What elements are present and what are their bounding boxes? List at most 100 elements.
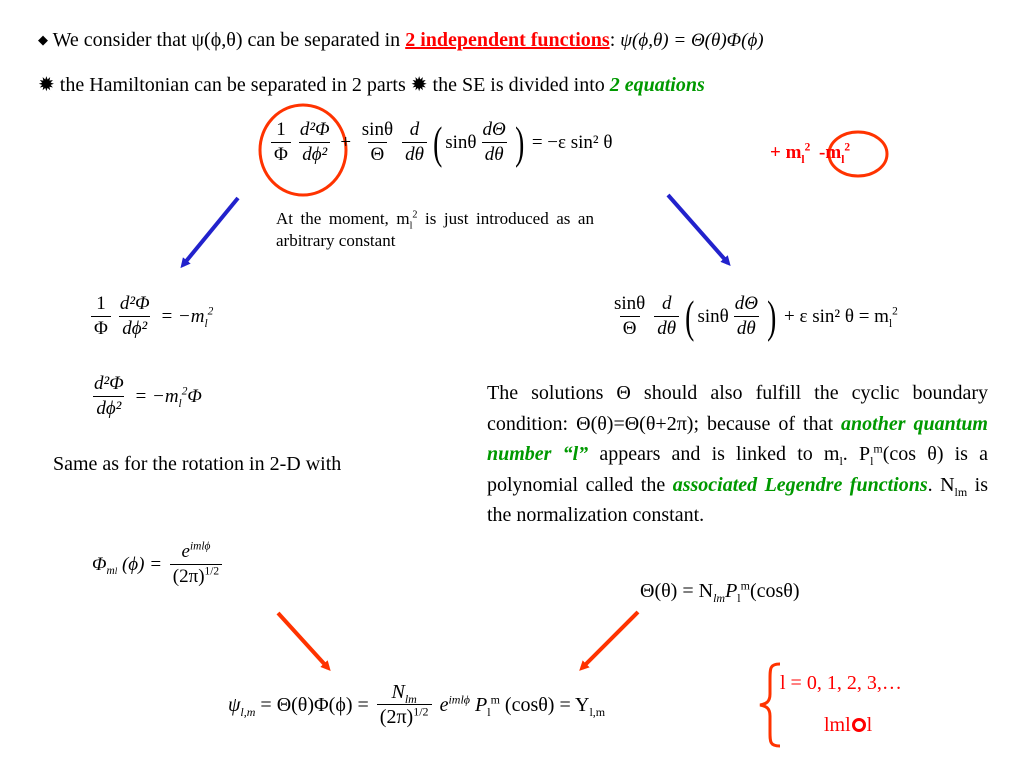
t1-den2: dϕ² bbox=[299, 142, 331, 167]
leq2-rhs: = −m bbox=[134, 385, 179, 407]
final-e: e bbox=[439, 693, 449, 716]
leq2-rhs-sub: l bbox=[178, 397, 182, 410]
leq1-rhs: = −m bbox=[160, 305, 205, 327]
starburst-bullet-icon: ✹ bbox=[38, 74, 55, 96]
req-in-den: dθ bbox=[733, 316, 759, 341]
final-equation: ψl,m = Θ(θ)Φ(ϕ) = Nlm(2π)1/2 eimlϕ Plm (… bbox=[228, 680, 605, 729]
ml2-annotations: + ml2 -ml2 bbox=[770, 141, 851, 166]
brace bbox=[759, 662, 781, 748]
arrow-left-down bbox=[180, 196, 240, 269]
phi-lhs: Φ bbox=[92, 553, 107, 575]
leq2-rhs-end: Φ bbox=[187, 385, 202, 407]
final-num-sub: lm bbox=[404, 692, 417, 706]
leq1-rhs-sub: l bbox=[204, 317, 208, 330]
t2-num: sinθ bbox=[361, 119, 394, 140]
theta-p-sub: l bbox=[737, 591, 741, 605]
final-p-sub: l bbox=[487, 704, 491, 719]
t1-num: 1 bbox=[276, 119, 286, 140]
final-mid: = Θ(θ)Φ(ϕ) = bbox=[260, 693, 369, 716]
plus-ml2-label: + m bbox=[770, 142, 802, 163]
req-rhs-sup: 2 bbox=[892, 305, 898, 318]
req-t2-num: d bbox=[661, 293, 672, 314]
diamond-bullet-icon: ◆ bbox=[38, 32, 48, 47]
rt-b: appears and is linked to m bbox=[588, 443, 840, 465]
rt-a: The solutions Θ should also fulfill the … bbox=[487, 382, 988, 435]
minus-ml2-sub: l bbox=[841, 153, 845, 166]
final-end-sub: l,m bbox=[589, 704, 606, 719]
leq1-rhs-sup: 2 bbox=[207, 305, 214, 318]
line2-text-a: the Hamiltonian can be separated in 2 pa… bbox=[54, 74, 411, 96]
phi-num-sup: imlϕ bbox=[189, 540, 211, 553]
rt-f: is the normalization constant. bbox=[487, 473, 989, 527]
line2-text-b: the SE is divided into bbox=[427, 74, 610, 96]
formula-psi: ψ(ϕ,θ) = Θ(θ)Φ(ϕ) bbox=[620, 30, 764, 51]
minus-ml2-sup: 2 bbox=[844, 141, 851, 154]
line1-text: We consider that ψ(ϕ,θ) can be separated… bbox=[52, 29, 406, 51]
arrow-red-right bbox=[276, 611, 331, 671]
phi-den: (2π) bbox=[172, 566, 205, 587]
leq1-den2: dϕ² bbox=[119, 316, 151, 341]
leq1-den1: Φ bbox=[91, 316, 111, 341]
plus-ml2-sup: 2 bbox=[804, 141, 811, 154]
leq2-rhs-sup: 2 bbox=[181, 385, 188, 398]
circle-minus-ml2 bbox=[827, 130, 889, 178]
inner-den: dθ bbox=[481, 142, 507, 167]
main-rhs: = −ε sin² θ bbox=[531, 131, 613, 153]
rt-e-sub: lm bbox=[954, 484, 968, 499]
req-t2-den: dθ bbox=[654, 316, 680, 341]
theta-text: Θ(θ) = N bbox=[640, 580, 714, 602]
rt-b-sub: l bbox=[839, 454, 843, 468]
t3-num: d bbox=[409, 119, 420, 140]
note-arbitrary-constant: At the moment, ml2 is just introduced as… bbox=[276, 208, 594, 252]
theta-end: (cosθ) bbox=[749, 580, 800, 602]
rt-c: . P bbox=[842, 443, 871, 465]
leq1-num2: d²Φ bbox=[119, 293, 150, 314]
final-den: (2π) bbox=[379, 706, 414, 728]
rt-d: (cos θ) is a polynomial called the bbox=[487, 443, 988, 496]
note-sup: 2 bbox=[412, 209, 418, 221]
phi-arg: (ϕ) = bbox=[121, 553, 163, 575]
final-p: P bbox=[475, 693, 488, 716]
line-separation: ◆ We consider that ψ(ϕ,θ) can be separat… bbox=[38, 28, 764, 52]
arrow-right-down bbox=[666, 193, 731, 266]
t3-den: dθ bbox=[402, 142, 427, 167]
req-rhs-sub: l bbox=[888, 317, 893, 330]
highlight-2-equations: 2 equations bbox=[609, 74, 705, 96]
minus-ml2-label: -m bbox=[819, 142, 842, 163]
leq1-num1: 1 bbox=[96, 293, 106, 314]
phi-equation: Φml (ϕ) = eimlϕ (2π)1/2 bbox=[92, 540, 225, 589]
theta-sub: lm bbox=[713, 591, 726, 605]
phi-num: e bbox=[181, 541, 190, 562]
highlight-independent-functions: 2 independent functions bbox=[405, 29, 610, 51]
phi-den-sup: 1/2 bbox=[204, 565, 220, 578]
right-paragraph: The solutions Θ should also fulfill the … bbox=[487, 378, 988, 531]
final-den-sup: 1/2 bbox=[413, 704, 429, 719]
plus-ml2-sub: l bbox=[801, 153, 805, 166]
final-end: (cosθ) = Y bbox=[504, 693, 590, 716]
note-text-b: is just introduced as an arbitrary const… bbox=[276, 209, 594, 250]
rt-c-sub: l bbox=[870, 454, 874, 468]
req-t1-num: sinθ bbox=[614, 293, 646, 314]
req-t1-den: Θ bbox=[619, 316, 640, 341]
rt-c-sup: m bbox=[873, 441, 883, 456]
phi-lhs-sub: m bbox=[106, 565, 115, 578]
left-text-rotation: Same as for the rotation in 2-D with bbox=[53, 453, 342, 475]
req-inner: sinθ bbox=[697, 305, 729, 327]
ml-l: l bbox=[866, 714, 873, 736]
plus-sign: + bbox=[340, 131, 352, 153]
green-quantum-number: another quantum number “l” bbox=[487, 412, 988, 466]
rt-e: . N bbox=[927, 473, 955, 496]
final-e-sup: imlϕ bbox=[448, 691, 470, 706]
inner-num: dΘ bbox=[482, 119, 506, 140]
theta-equation: Θ(θ) = NlmPlm(cosθ) bbox=[640, 579, 800, 605]
t2-den: Θ bbox=[367, 142, 388, 167]
note-sub: l bbox=[409, 220, 413, 232]
t1-den: Φ bbox=[271, 142, 291, 167]
arrow-red-left bbox=[579, 610, 640, 671]
phi-lhs-subsub: l bbox=[114, 566, 118, 577]
final-num: N bbox=[391, 681, 405, 703]
